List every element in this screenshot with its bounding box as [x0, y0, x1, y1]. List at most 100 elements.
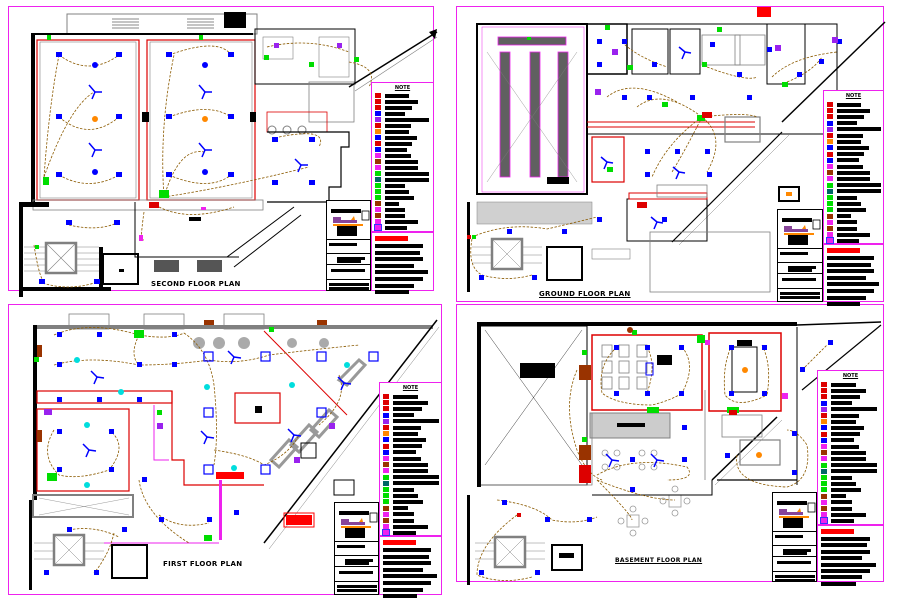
- legend-row: [827, 102, 861, 107]
- plan-title-first-floor: FIRST FLOOR PLAN: [163, 560, 243, 568]
- legend-description: [831, 444, 859, 449]
- legend-row: [827, 108, 870, 114]
- blue-square-icon: [383, 449, 389, 455]
- purple-box-icon: [383, 418, 389, 424]
- brown-tap-icon: [375, 213, 381, 218]
- notes-basement-floor: [817, 525, 884, 586]
- title-block-text: [780, 252, 808, 255]
- green-switch-icon: [375, 183, 381, 188]
- legend-description: [385, 111, 405, 116]
- note-line: [375, 290, 409, 295]
- legend-description: [393, 462, 428, 467]
- orange-light-icon: [383, 431, 389, 437]
- note-line: [383, 561, 431, 566]
- legend-row: [821, 425, 864, 431]
- note-line: [827, 289, 874, 293]
- light-blue-icon: [383, 412, 389, 418]
- brown-flag-icon: [821, 450, 827, 456]
- title-block-text: [331, 269, 365, 272]
- legend-row: [827, 164, 863, 169]
- green-plug-icon: [375, 195, 381, 200]
- title-block-text: [780, 296, 820, 299]
- note-line: [821, 569, 870, 573]
- green-switch-icon: [821, 475, 827, 480]
- legend-description: [393, 475, 439, 480]
- switch-red-icon: [821, 394, 827, 400]
- legend-row: [383, 487, 414, 492]
- orange-light-icon: [821, 419, 827, 425]
- legend-heading: NOTE: [402, 385, 419, 391]
- legend-row: [821, 512, 866, 518]
- legend-row: [375, 141, 412, 146]
- legend-description: [831, 487, 861, 492]
- legend-description: [393, 530, 416, 535]
- blue-fixture-icon: [383, 437, 389, 443]
- legend-description: [837, 145, 869, 150]
- title-block-divider: [778, 288, 822, 289]
- legend-description: [393, 518, 414, 523]
- red-small-icon: [383, 425, 389, 430]
- legend-description: [385, 147, 407, 152]
- legend-row: [821, 400, 852, 406]
- legend-row: [821, 493, 846, 499]
- legend-row: [821, 388, 866, 394]
- legend-row: [821, 481, 856, 487]
- legend-row: [827, 139, 861, 145]
- notes-first-floor: [379, 536, 442, 599]
- brown-flag-icon: [827, 170, 833, 176]
- legend-description: [831, 518, 854, 523]
- title-block-text: [329, 243, 357, 246]
- title-block-divider: [327, 264, 370, 265]
- legend-row: [827, 170, 870, 176]
- legend-description: [837, 108, 870, 113]
- legend-description: [393, 493, 418, 498]
- title-block-ground-floor: [777, 209, 823, 302]
- green-flag-icon: [827, 182, 833, 188]
- note-line: [375, 244, 423, 248]
- notes-heading: [383, 540, 416, 545]
- note-line: [821, 549, 870, 554]
- legend-description: [393, 413, 414, 418]
- red-circle-icon: [375, 141, 381, 146]
- title-block-text: [788, 266, 816, 269]
- legend-row: [375, 111, 405, 116]
- note-line: [827, 295, 866, 300]
- legend-row: [821, 444, 859, 449]
- note-line: [827, 269, 874, 274]
- legend-row: [375, 147, 407, 152]
- legend-description: [385, 201, 399, 206]
- brown-flag-icon: [375, 159, 381, 164]
- legend-description: [837, 232, 870, 237]
- title-block-text: [337, 585, 377, 588]
- blue-square-icon: [375, 147, 381, 152]
- legend-row: [827, 151, 864, 157]
- legend-row: [827, 145, 869, 151]
- legend-description: [837, 183, 881, 188]
- legend-row: [821, 382, 856, 387]
- legend-row: [821, 499, 852, 505]
- db-box-icon: [382, 529, 390, 537]
- legend-description: [837, 121, 857, 126]
- legend-row: [827, 219, 857, 225]
- magenta-bar-icon: [827, 232, 833, 238]
- purple-box-icon: [827, 126, 833, 132]
- company-logo: [777, 501, 816, 528]
- legend-row: [383, 505, 408, 511]
- legend-description: [837, 102, 861, 107]
- legend-description: [837, 226, 857, 231]
- legend-row: [383, 518, 414, 523]
- purple-box-icon: [821, 406, 827, 412]
- light-blue-icon: [821, 400, 827, 406]
- legend-description: [837, 139, 861, 144]
- magenta-flag-icon: [827, 164, 833, 169]
- legend-description: [385, 195, 414, 200]
- legend-row: [821, 431, 860, 437]
- legend-row: [375, 195, 414, 200]
- magenta-small-icon: [827, 219, 833, 225]
- note-line: [383, 567, 423, 572]
- legend-description: [385, 171, 429, 176]
- notes-second-floor: [371, 232, 434, 295]
- company-logo: [782, 218, 821, 245]
- legend-description: [831, 469, 877, 474]
- legend-description: [393, 506, 408, 511]
